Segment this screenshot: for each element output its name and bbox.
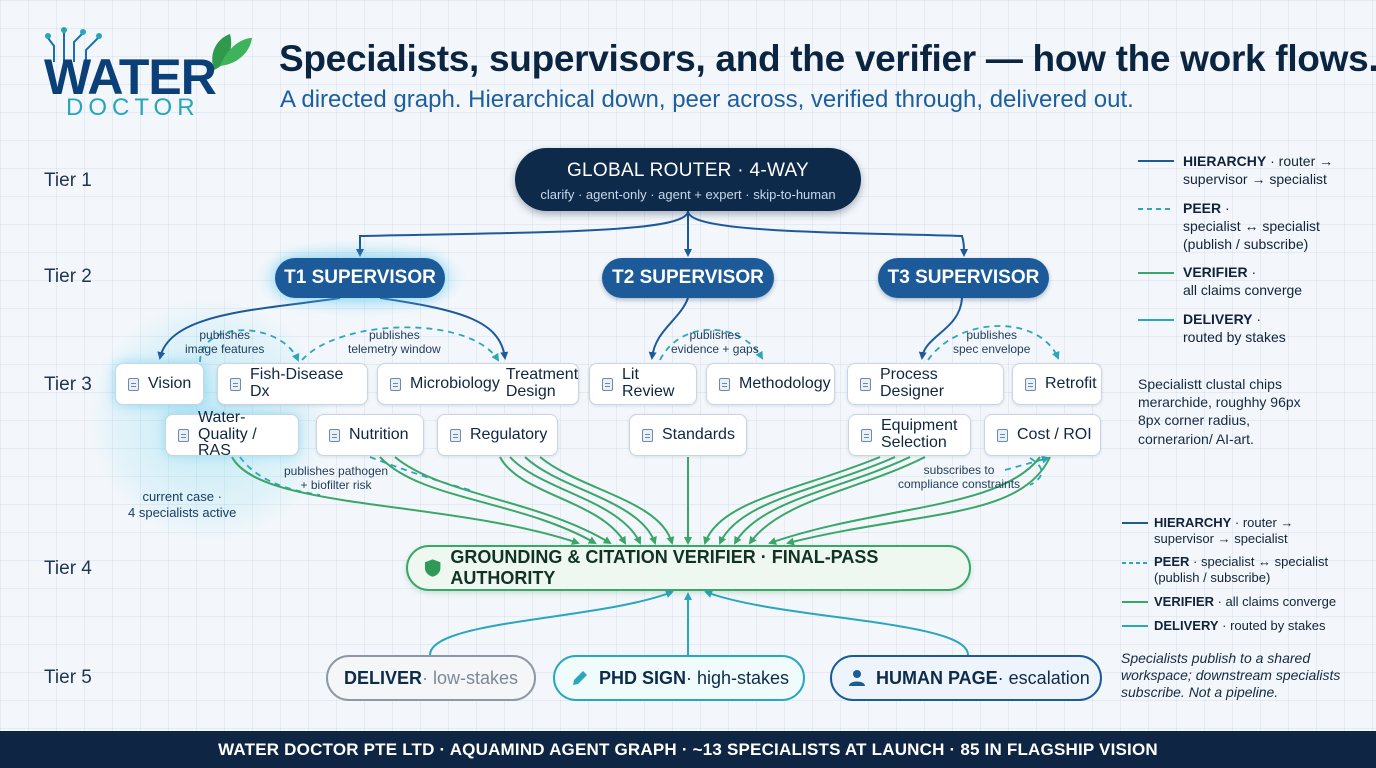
specialist-lit-review[interactable]: Lit Review bbox=[589, 363, 697, 405]
phd-sign-high-stakes-node[interactable]: PHD SIGN · high-stakes bbox=[553, 655, 805, 701]
verifier-legend-line-small bbox=[1122, 601, 1148, 603]
document-icon bbox=[860, 377, 871, 391]
delivery-edges bbox=[429, 590, 969, 656]
page-title: Specialists, supervisors, and the verifi… bbox=[279, 38, 1376, 79]
specialist-regulatory[interactable]: Regulatory bbox=[437, 414, 558, 456]
document-icon bbox=[602, 377, 613, 391]
specialist-cost-roi[interactable]: Cost / ROI bbox=[984, 414, 1101, 456]
document-icon bbox=[329, 428, 340, 442]
pubsub-note: Specialists publish to a shared workspac… bbox=[1121, 650, 1341, 701]
peer-edges bbox=[199, 325, 1060, 496]
legend-top-peer: PEER · specialist ↔ specialist (publish … bbox=[1183, 200, 1320, 253]
legend-bottom-verifier: VERIFIER · all claims converge bbox=[1154, 594, 1337, 609]
specialist-retrofit[interactable]: Retrofit bbox=[1012, 363, 1102, 405]
hierarchy-legend-line bbox=[1138, 160, 1174, 162]
logo-subword: DOCTOR bbox=[66, 94, 200, 121]
peer-legend-line bbox=[1138, 208, 1174, 210]
document-icon bbox=[997, 428, 1008, 442]
deliver-rest: · low-stakes bbox=[422, 667, 519, 688]
legend-top-delivery: DELIVERY · routed by stakes bbox=[1183, 311, 1286, 346]
person-icon bbox=[849, 670, 865, 686]
delivery-legend-line bbox=[1138, 319, 1174, 321]
legend-bottom-hierarchy: HIERARCHY · router → supervisor → specia… bbox=[1154, 515, 1294, 547]
verifier-node[interactable]: GROUNDING & CITATION VERIFIER · FINAL-PA… bbox=[406, 545, 971, 591]
t2-supervisor-node[interactable]: T2 SUPERVISOR bbox=[602, 258, 774, 298]
water-doctor-logo: WATER DOCTOR bbox=[36, 24, 266, 124]
side-note: Specialistt clustal chips merarchide, ro… bbox=[1138, 376, 1301, 447]
document-icon bbox=[861, 428, 872, 442]
specialist-process-designer[interactable]: Process Designer bbox=[847, 363, 1004, 405]
peer-legend-line-small bbox=[1122, 562, 1148, 564]
legend-bottom-peer: PEER · specialist ↔ specialist (publish … bbox=[1154, 554, 1329, 586]
legend-top-verifier: VERIFIER · all claims converge bbox=[1183, 264, 1303, 299]
specialist-vision[interactable]: Vision bbox=[115, 363, 204, 405]
specialist-treatment-design[interactable]: Treatment Design bbox=[505, 366, 579, 400]
verifier-label: GROUNDING & CITATION VERIFIER · FINAL-PA… bbox=[450, 547, 879, 588]
tier-label-1: Tier 1 bbox=[44, 170, 92, 191]
specialist-microbiology[interactable]: Microbiology Treatment Design bbox=[377, 363, 579, 405]
active-case-note: current case ·4 specialists active bbox=[128, 489, 237, 521]
shield-icon bbox=[424, 559, 441, 577]
document-icon bbox=[178, 428, 189, 442]
tier-label-4: Tier 4 bbox=[44, 558, 92, 579]
verifier-edges bbox=[231, 456, 1051, 546]
footer-bar: WATER DOCTOR PTE LTD · AQUAMIND AGENT GR… bbox=[0, 731, 1376, 768]
document-icon bbox=[450, 428, 461, 442]
document-icon bbox=[390, 377, 401, 391]
logo-wordmark: WATER bbox=[44, 49, 217, 105]
t3-supervisor-node[interactable]: T3 SUPERVISOR bbox=[878, 258, 1049, 298]
tier-label-2: Tier 2 bbox=[44, 266, 92, 287]
specialist-standards[interactable]: Standards bbox=[629, 414, 747, 456]
hierarchy-legend-line-small bbox=[1122, 522, 1148, 524]
human-page-rest: · escalation bbox=[997, 667, 1090, 688]
document-icon bbox=[642, 428, 653, 442]
deliver-low-stakes-node[interactable]: DELIVER · low-stakes bbox=[326, 655, 536, 701]
document-icon bbox=[128, 377, 139, 391]
specialist-water-quality-ras[interactable]: Water-Quality / RAS bbox=[165, 409, 299, 459]
specialist-equipment-selection[interactable]: Equipment Selection bbox=[848, 414, 971, 456]
hierarchy-edges-supervisor bbox=[157, 297, 963, 360]
document-icon bbox=[230, 377, 241, 391]
specialist-nutrition[interactable]: Nutrition bbox=[316, 414, 424, 456]
legend-bottom-delivery: DELIVERY · routed by stakes bbox=[1154, 618, 1326, 633]
specialist-fish-disease-dx[interactable]: Fish-Disease Dx bbox=[217, 363, 368, 405]
circuit-icon bbox=[45, 27, 102, 62]
phd-sign-rest: · high-stakes bbox=[686, 667, 790, 688]
router-title: GLOBAL ROUTER · 4-WAY bbox=[566, 160, 810, 181]
hierarchy-edges-router bbox=[356, 210, 968, 257]
pen-icon bbox=[573, 671, 587, 685]
verifier-legend-line bbox=[1138, 272, 1174, 274]
human-page-key: HUMAN PAGE bbox=[876, 667, 998, 688]
document-icon bbox=[719, 377, 730, 391]
tier-label-3: Tier 3 bbox=[44, 374, 92, 395]
phd-sign-key: PHD SIGN bbox=[599, 667, 687, 688]
tier-label-5: Tier 5 bbox=[44, 667, 92, 688]
edge-label-pathogen: publishes pathogen+ biofilter risk bbox=[284, 464, 389, 492]
page-subtitle: A directed graph. Hierarchical down, pee… bbox=[280, 86, 1134, 113]
document-icon bbox=[1025, 377, 1036, 391]
router-subtitle: clarify · agent-only · agent + expert · … bbox=[540, 187, 836, 202]
delivery-legend-line-small bbox=[1122, 625, 1148, 627]
human-page-escalation-node[interactable]: HUMAN PAGE · escalation bbox=[830, 655, 1102, 701]
specialist-methodology[interactable]: Methodology bbox=[706, 363, 835, 405]
leaf-icon bbox=[212, 34, 252, 70]
global-router-node[interactable]: GLOBAL ROUTER · 4-WAY clarify · agent-on… bbox=[515, 148, 861, 211]
legend-top-hierarchy: HIERARCHY · router → supervisor → specia… bbox=[1183, 153, 1334, 188]
deliver-key: DELIVER bbox=[344, 667, 423, 688]
t1-supervisor-node[interactable]: T1 SUPERVISOR bbox=[275, 258, 445, 298]
